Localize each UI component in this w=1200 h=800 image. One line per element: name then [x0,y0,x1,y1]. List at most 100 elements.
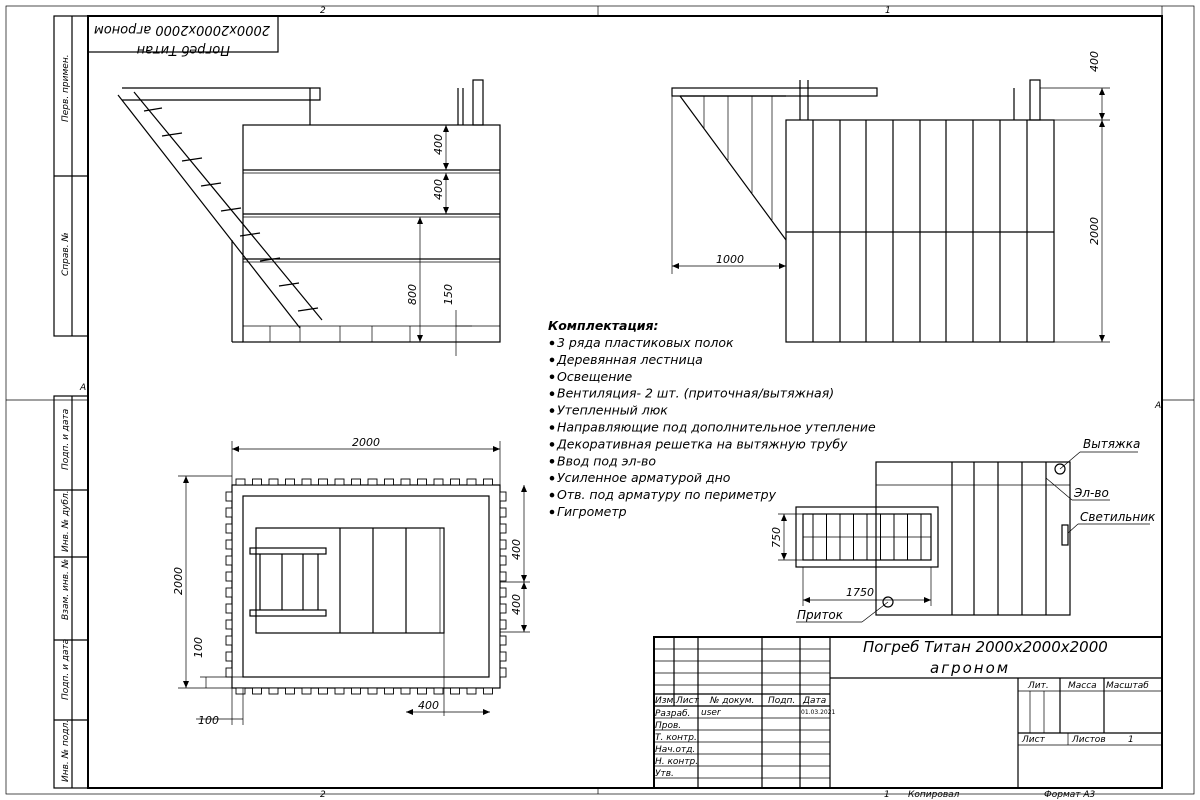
spec-item: Отв. под арматуру по периметру [557,487,777,502]
wall-block [225,635,233,646]
wall-block [384,478,394,486]
zone-top-left: 2 [320,6,326,16]
tb-row-razrab: Разраб. [655,709,690,719]
spec-bullet [549,391,555,397]
spec-list: Комплектация: 3 ряда пластиковых полокДе… [548,318,876,519]
wall-block [225,587,233,598]
wall-block [225,651,233,662]
plan-dim-2000-w: 2000 [352,436,380,449]
dim-150: 150 [442,284,455,305]
spec-bullet [549,509,555,515]
wall-block [499,555,507,566]
spec-bullet [549,374,555,380]
tb-razrab-date: 01.03.2021 [801,709,836,716]
wall-block [433,478,444,486]
tb-bottom-one: 1 [884,790,890,800]
tb-col-data: Дата [802,696,826,706]
tb-row-nachotd: Нач.отд. [655,745,695,755]
tb-listov-value: 1 [1128,735,1134,745]
rotated-title-line2: 2000x2000x2000 агроном [94,22,270,37]
title-block: Погреб Титан 2000x2000x2000 агроном Изм.… [653,636,1163,800]
tb-row-nkontr: Н. контр. [655,757,698,767]
tb-kopiroval: Копировал [908,790,960,800]
dim-top-2000: 2000 [1088,217,1101,245]
callout-el-vo: Эл-во [1073,486,1109,500]
tb-masshtab: Масштаб [1106,681,1149,691]
tb-razrab-name: user [701,708,722,718]
spec-item: Декоративная решетка на вытяжную трубу [556,436,848,451]
wall-block [301,687,312,695]
wall-block [235,687,246,695]
spec-bullet [549,492,555,498]
wall-block [433,687,444,695]
wall-block [499,619,507,630]
wall-block [225,539,233,550]
zone-top-right: 1 [885,6,891,16]
wall-block [499,651,507,662]
wall-block [225,491,233,502]
wall-block [450,687,460,695]
wall-block [225,507,233,518]
spec-item: Усиленное арматурой дно [557,470,731,485]
wall-block [400,478,411,486]
tb-col-podp: Подп. [768,696,795,706]
wall-block [268,687,279,695]
stamp-podp-data-2: Подп. и дата [61,639,71,700]
plan-wall-blocks [225,478,507,695]
spec-bullet [549,442,555,447]
wall-block [450,478,460,486]
stamp-podp-data-1: Подп. и дата [61,409,71,470]
wall-block [351,478,361,486]
spec-item: Освещение [557,369,633,384]
wall-block [351,687,361,695]
wall-block [318,687,328,695]
wall-block [417,478,427,486]
tb-row-tkontr: Т. контр. [655,733,697,743]
tb-lit: Лит. [1027,681,1049,691]
dim-800: 800 [406,284,419,305]
plan-dim-400-bottom: 400 [418,699,439,712]
wall-block [499,507,507,518]
section-view: 400 400 800 150 [117,79,501,356]
wall-block [225,603,233,614]
wall-block [483,687,493,695]
tb-col-docum: № докум. [709,696,754,706]
wall-block [225,667,233,678]
wall-block [384,687,394,695]
spec-bullet [549,340,555,346]
plan-dim-2000-h: 2000 [172,567,185,595]
schem-dim-750: 750 [770,527,783,548]
wall-block [499,539,507,550]
stamp-inv-podl: Инв. № подл. [61,720,71,782]
wall-block [318,478,328,486]
wall-block [225,555,233,566]
wall-block [499,523,507,534]
spec-item: Деревянная лестница [556,352,703,367]
spec-bullet [549,425,555,430]
front-view: 400 2000 1000 [671,51,1110,343]
spec-item: Гигрометр [557,504,627,519]
wall-block [285,687,295,695]
wall-block [499,491,507,502]
spec-item: Утепленный люк [557,403,668,418]
rotated-title-box: Погреб Титан 2000x2000x2000 агроном [87,15,279,57]
plan-dim-400-a: 400 [510,539,523,560]
wall-block [225,571,233,582]
tb-row-utv: Утв. [655,769,674,779]
callout-vytyazhka: Вытяжка [1083,437,1140,451]
zone-bottom-left: 2 [320,790,326,800]
wall-block [235,478,246,486]
dim-top-1000: 1000 [716,253,744,266]
wall-block [466,478,477,486]
tb-format: Формат А3 [1044,790,1096,800]
wall-block [499,587,507,598]
rotated-title-line1: Погреб Титан [136,42,230,57]
stamp-inv-dubl: Инв. № дубл. [61,490,71,552]
spec-bullet [549,475,555,481]
wall-block [225,523,233,534]
dim-400b: 400 [432,179,445,200]
zone-side-right: A [1154,401,1161,411]
stamp-perv-primen: Перв. примен. [61,54,71,122]
side-stamp: Перв. примен. Справ. № Подп. и дата Инв.… [53,15,89,789]
wall-block [499,603,507,614]
